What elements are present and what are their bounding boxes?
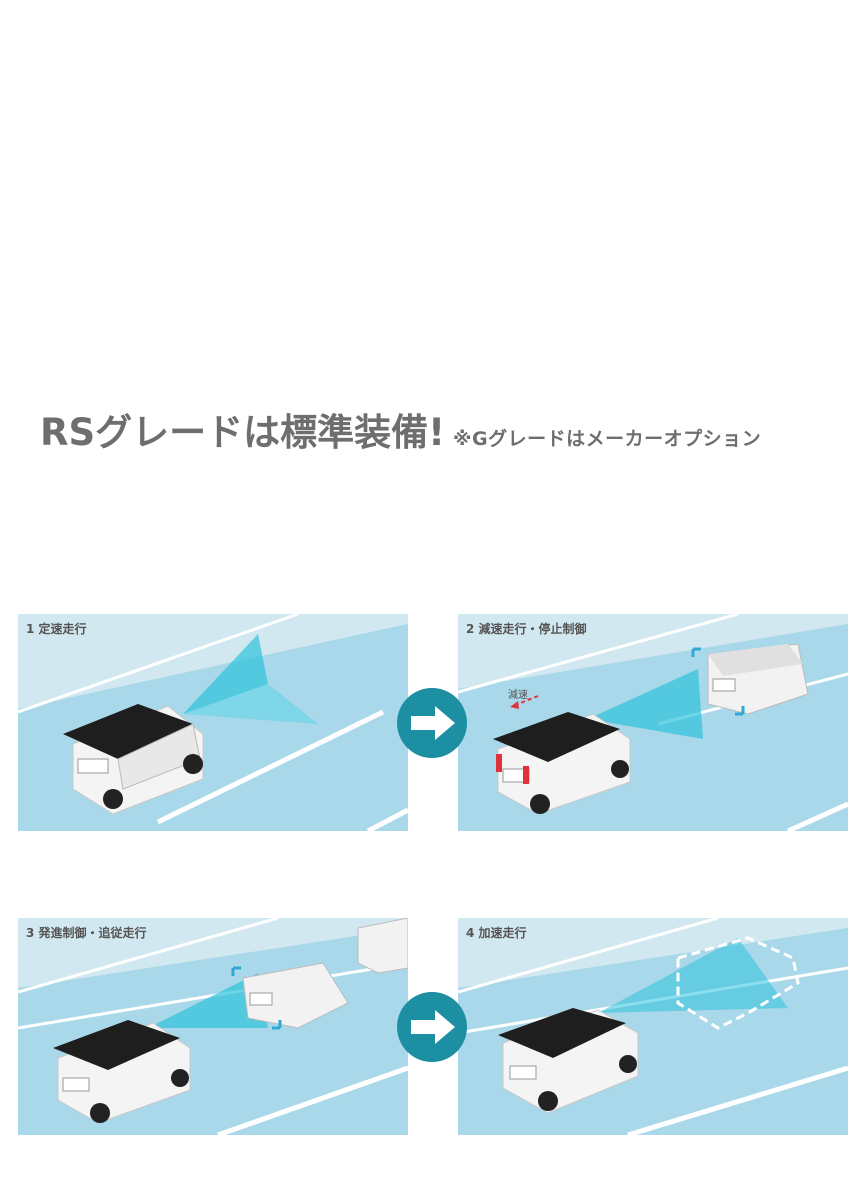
headline-note: ※Gグレードはメーカーオプション xyxy=(453,428,762,450)
panel-decelerate-stop: 2 減速走行・停止制御 減速 xyxy=(458,614,848,831)
scene-accelerate-illustration xyxy=(458,918,848,1135)
arrow-right-icon xyxy=(397,688,467,758)
panel-label: 3 発進制御・追従走行 xyxy=(26,926,147,940)
lead-car-illustration xyxy=(231,962,349,1030)
lead-car-illustration xyxy=(691,643,809,716)
decelerate-annotation: 減速 xyxy=(508,690,528,701)
car-illustration xyxy=(63,704,204,815)
far-car-illustration xyxy=(357,918,408,974)
panel-constant-speed: 1 定速走行 xyxy=(18,614,408,831)
arrow-right-icon xyxy=(397,992,467,1062)
panel-accelerate: 4 加速走行 xyxy=(458,918,848,1135)
scene-decelerate-illustration xyxy=(458,614,848,831)
panel-start-follow: 3 発進制御・追従走行 xyxy=(18,918,408,1135)
car-illustration xyxy=(53,1020,191,1124)
scene-start-follow-illustration xyxy=(18,918,408,1135)
car-illustration xyxy=(498,1008,639,1114)
panel-label: 1 定速走行 xyxy=(26,622,87,636)
headline: RSグレードは標準装備! ※Gグレードはメーカーオプション xyxy=(40,402,840,462)
ghost-car-outline xyxy=(676,936,800,1030)
panel-label: 2 減速走行・停止制御 xyxy=(466,622,587,636)
headline-main: RSグレードは標準装備! xyxy=(40,411,446,454)
panel-label: 4 加速走行 xyxy=(466,926,527,940)
car-illustration xyxy=(493,712,631,815)
scene-constant-speed-illustration xyxy=(18,614,408,831)
